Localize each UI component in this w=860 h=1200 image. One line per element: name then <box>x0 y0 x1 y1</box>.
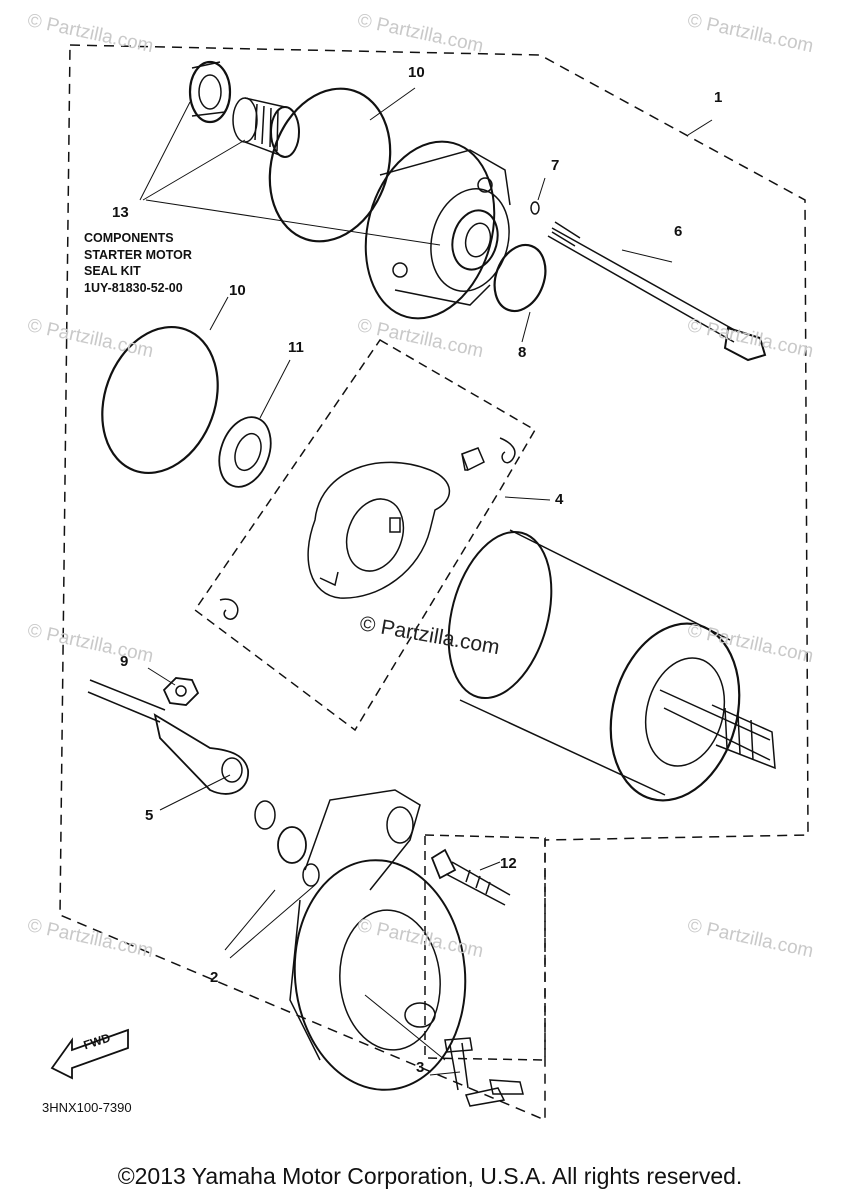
bolt-group-outline <box>424 834 546 1061</box>
brush-set-outline <box>193 339 537 732</box>
callout-10-upper: 10 <box>408 64 425 81</box>
callout-2: 2 <box>210 969 219 986</box>
brush-holder-plate-part <box>307 461 451 599</box>
oil-seal-part <box>188 60 232 124</box>
callout-3: 3 <box>416 1059 425 1076</box>
fwd-arrow-icon <box>50 1028 129 1080</box>
callout-13: 13 <box>112 204 129 221</box>
bolt-12-part <box>430 848 511 906</box>
small-o-ring-part <box>530 201 540 215</box>
seal-kit-part-number: 1UY-81830-52-00 <box>84 280 183 295</box>
assembly-outline <box>59 44 809 1122</box>
callout-9: 9 <box>120 653 129 670</box>
front-cover-part <box>364 140 511 320</box>
through-bolt-part <box>547 221 767 362</box>
brush-block-part <box>461 447 485 472</box>
callout-6: 6 <box>674 223 683 240</box>
callout-4: 4 <box>555 491 564 508</box>
o-ring-lower-part <box>101 325 219 475</box>
callout-7: 7 <box>551 157 560 174</box>
washer-part <box>218 416 272 488</box>
seal-kit-line-2: STARTER MOTOR <box>84 247 192 262</box>
seal-kit-line-1: COMPONENTS <box>84 231 174 245</box>
brush-spring-upper-part <box>499 437 516 464</box>
o-ring-8-part <box>493 243 547 313</box>
callout-5: 5 <box>145 807 154 824</box>
brush-spring-lower-part <box>219 598 239 620</box>
leader-lines <box>139 87 713 1076</box>
callout-1: 1 <box>714 89 723 106</box>
nut-part <box>162 677 200 706</box>
terminal-bolt-part <box>444 1037 524 1107</box>
rear-washers-part <box>254 800 320 887</box>
rear-cover-part <box>289 789 467 1091</box>
yoke-armature-part <box>447 529 776 802</box>
callout-11: 11 <box>288 339 304 356</box>
reference-code: 3HNX100-7390 <box>42 1100 132 1115</box>
lead-wire-part <box>87 679 249 795</box>
o-ring-upper-part <box>268 87 392 243</box>
seal-kit-note: COMPONENTS STARTER MOTOR SEAL KIT 1UY-81… <box>84 230 192 296</box>
callout-8: 8 <box>518 344 527 361</box>
callout-10-lower: 10 <box>229 282 246 299</box>
copyright-notice: ©2013 Yamaha Motor Corporation, U.S.A. A… <box>117 1163 743 1189</box>
seal-kit-line-3: SEAL KIT <box>84 264 141 278</box>
callout-12: 12 <box>500 855 517 872</box>
needle-bearing-part <box>232 97 300 158</box>
